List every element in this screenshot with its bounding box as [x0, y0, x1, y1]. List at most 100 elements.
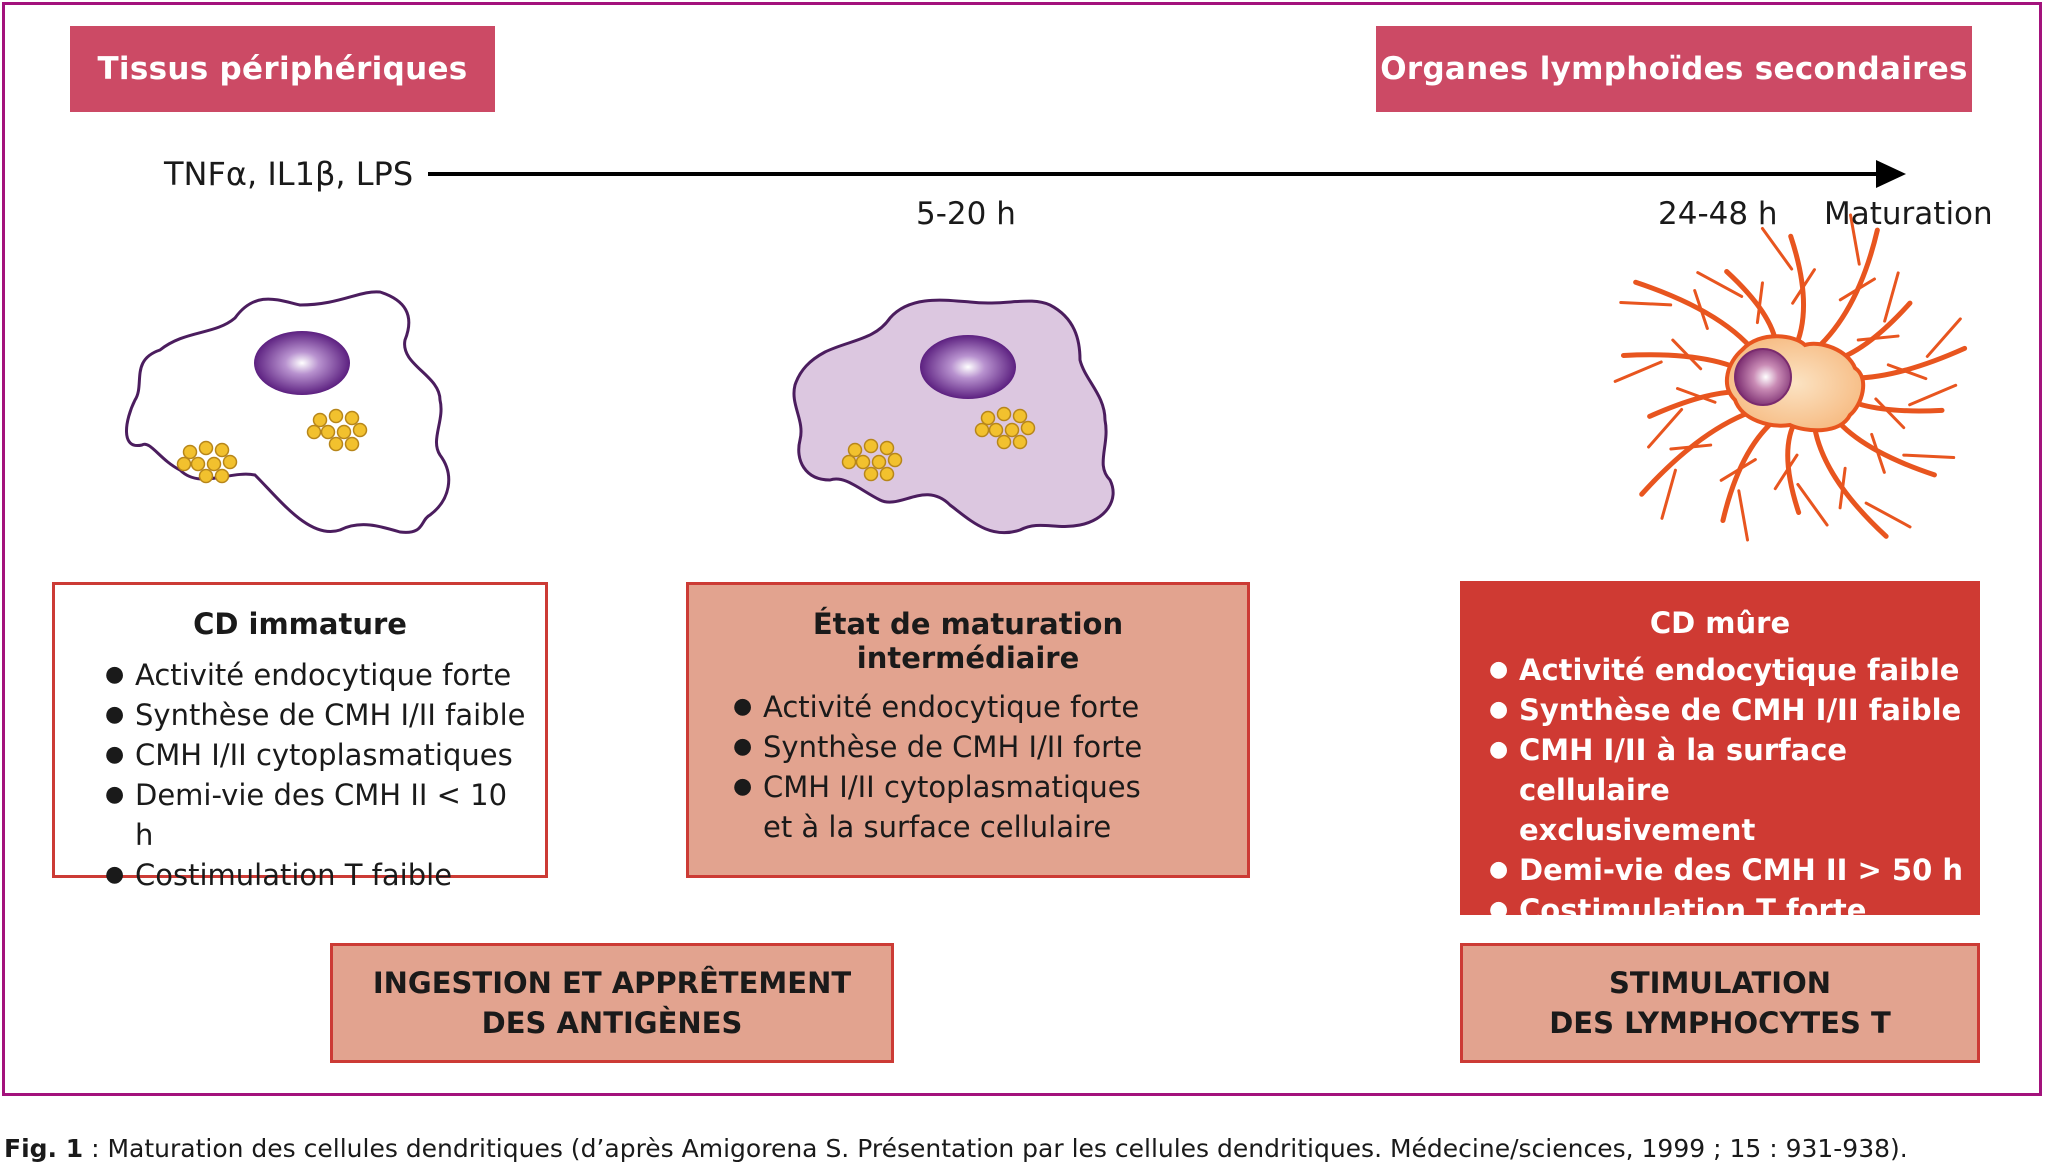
dendrite-branch [1874, 397, 1906, 430]
dendrite-branch [1755, 281, 1764, 325]
intermediate-cell-body [792, 298, 1115, 535]
granule [974, 422, 990, 438]
granule [1012, 434, 1028, 450]
t-lymphocyte-stimulation-box: STIMULATION DES LYMPHOCYTES T [1460, 943, 1980, 1063]
granule [847, 442, 863, 458]
list-item: Synthèse de CMH I/II faible [105, 695, 531, 735]
banner-peripheral-tissues: Tissus périphériques [70, 26, 495, 112]
dendrite-branch [1613, 360, 1663, 383]
granule [206, 456, 222, 472]
granule [176, 456, 192, 472]
dendrite-branch [1696, 271, 1744, 298]
dendrite-branch [1870, 432, 1886, 474]
granule [352, 422, 368, 438]
granule [841, 454, 857, 470]
immature-cell-nucleus [254, 331, 350, 395]
dendrite-branch [1883, 271, 1900, 323]
dendrite-branch [1619, 300, 1673, 307]
list-item: Costimulation T faible [105, 855, 531, 895]
box-title: CD mûre [1649, 606, 1791, 640]
caption-text: : Maturation des cellules dendritiques (… [83, 1134, 1908, 1163]
granule [214, 468, 230, 484]
granule [863, 438, 879, 454]
time-label-24-48h: 24-48 h [1658, 196, 1778, 232]
dendrite-branch [1864, 501, 1912, 529]
granule [214, 442, 230, 458]
granule [887, 452, 903, 468]
dendrite-branch [1791, 268, 1816, 305]
antigen-ingestion-box: INGESTION ET APPRÊTEMENT DES ANTIGÈNES [330, 943, 894, 1063]
list-item: Demi-vie des CMH II > 50 h [1489, 850, 1967, 890]
granule [222, 454, 238, 470]
intermediate-cell-nucleus [920, 335, 1016, 399]
list-item: Activité endocytique forte [733, 687, 1233, 727]
granule [198, 440, 214, 456]
intermediate-cd-box: État de maturation intermédiaire Activit… [686, 582, 1250, 878]
granule [879, 440, 895, 456]
dendrite-branch [1856, 334, 1900, 342]
function-line: INGESTION ET APPRÊTEMENT [372, 966, 852, 1000]
figure-caption: Fig. 1 : Maturation des cellules dendrit… [4, 1134, 1908, 1163]
granule [190, 456, 206, 472]
granule [344, 436, 360, 452]
list-item: Synthèse de CMH I/II faible [1489, 690, 1967, 730]
dendrite-branch [1719, 458, 1757, 482]
list-item: Activité endocytique forte [105, 655, 531, 695]
list-item-continuation: exclusivement [1519, 813, 1756, 847]
dendrite-branch [1849, 213, 1861, 266]
list-item: Demi-vie des CMH II < 10 h [105, 775, 531, 855]
dendrite-branch [1796, 482, 1829, 527]
dendrite-branch [1902, 453, 1956, 460]
list-item: Activité endocytique faible [1489, 650, 1967, 690]
dendrite-branch [1886, 363, 1928, 381]
granule [1020, 420, 1036, 436]
granule [344, 410, 360, 426]
antigen-granules [176, 406, 1036, 484]
granule [980, 410, 996, 426]
dendrite-branch [1925, 317, 1962, 358]
granule [996, 406, 1012, 422]
caption-label: Fig. 1 [4, 1134, 84, 1163]
dendrite [1639, 404, 1767, 497]
granule [1004, 422, 1020, 438]
granule [1012, 408, 1028, 424]
function-line: STIMULATION [1608, 966, 1832, 1000]
granule [182, 444, 198, 460]
dendrite-branch [1693, 289, 1709, 331]
dendrite-branch [1660, 468, 1677, 520]
function-line: DES ANTIGÈNES [481, 1006, 743, 1040]
granule [863, 466, 879, 482]
dendrite [1788, 233, 1807, 353]
granule [328, 436, 344, 452]
immature-cell-body [125, 290, 451, 534]
granule [320, 424, 336, 440]
immature-cd-box: CD immature Activité endocytique forte S… [52, 582, 548, 895]
dendrite-branch [1838, 277, 1876, 302]
list-item: CMH I/II à la surface cellulaire [1489, 730, 1967, 810]
dendrite-branch [1675, 387, 1717, 404]
list-item: Costimulation T forte [1489, 890, 1967, 930]
granule [198, 468, 214, 484]
granule [855, 454, 871, 470]
granule [988, 422, 1004, 438]
banner-secondary-lymphoid-organs: Organes lymphoïdes secondaires [1376, 26, 1972, 112]
granule [871, 454, 887, 470]
list-item-continuation: et à la surface cellulaire [763, 810, 1112, 844]
list-item: Synthèse de CMH I/II forte [733, 727, 1233, 767]
figure-frame [2, 2, 2042, 1096]
stimuli-label: TNFα, IL1β, LPS [164, 155, 414, 193]
dendrite-branch [1737, 489, 1750, 542]
dendrite-branch [1671, 338, 1703, 371]
granule [312, 412, 328, 428]
list-item: CMH I/II cytoplasmatiques [105, 735, 531, 775]
dendrite-branch [1773, 453, 1799, 491]
granule [336, 424, 352, 440]
function-line: DES LYMPHOCYTES T [1549, 1006, 1891, 1040]
time-label-5-20h: 5-20 h [916, 196, 1016, 232]
dendrite-branch [1647, 407, 1684, 449]
mature-cell-nucleus [1734, 348, 1792, 406]
dendrite [1720, 414, 1782, 524]
mature-cd-box: CD mûre Activité endocytique faible Synt… [1460, 581, 1980, 930]
dendrite-branch [1838, 466, 1847, 510]
